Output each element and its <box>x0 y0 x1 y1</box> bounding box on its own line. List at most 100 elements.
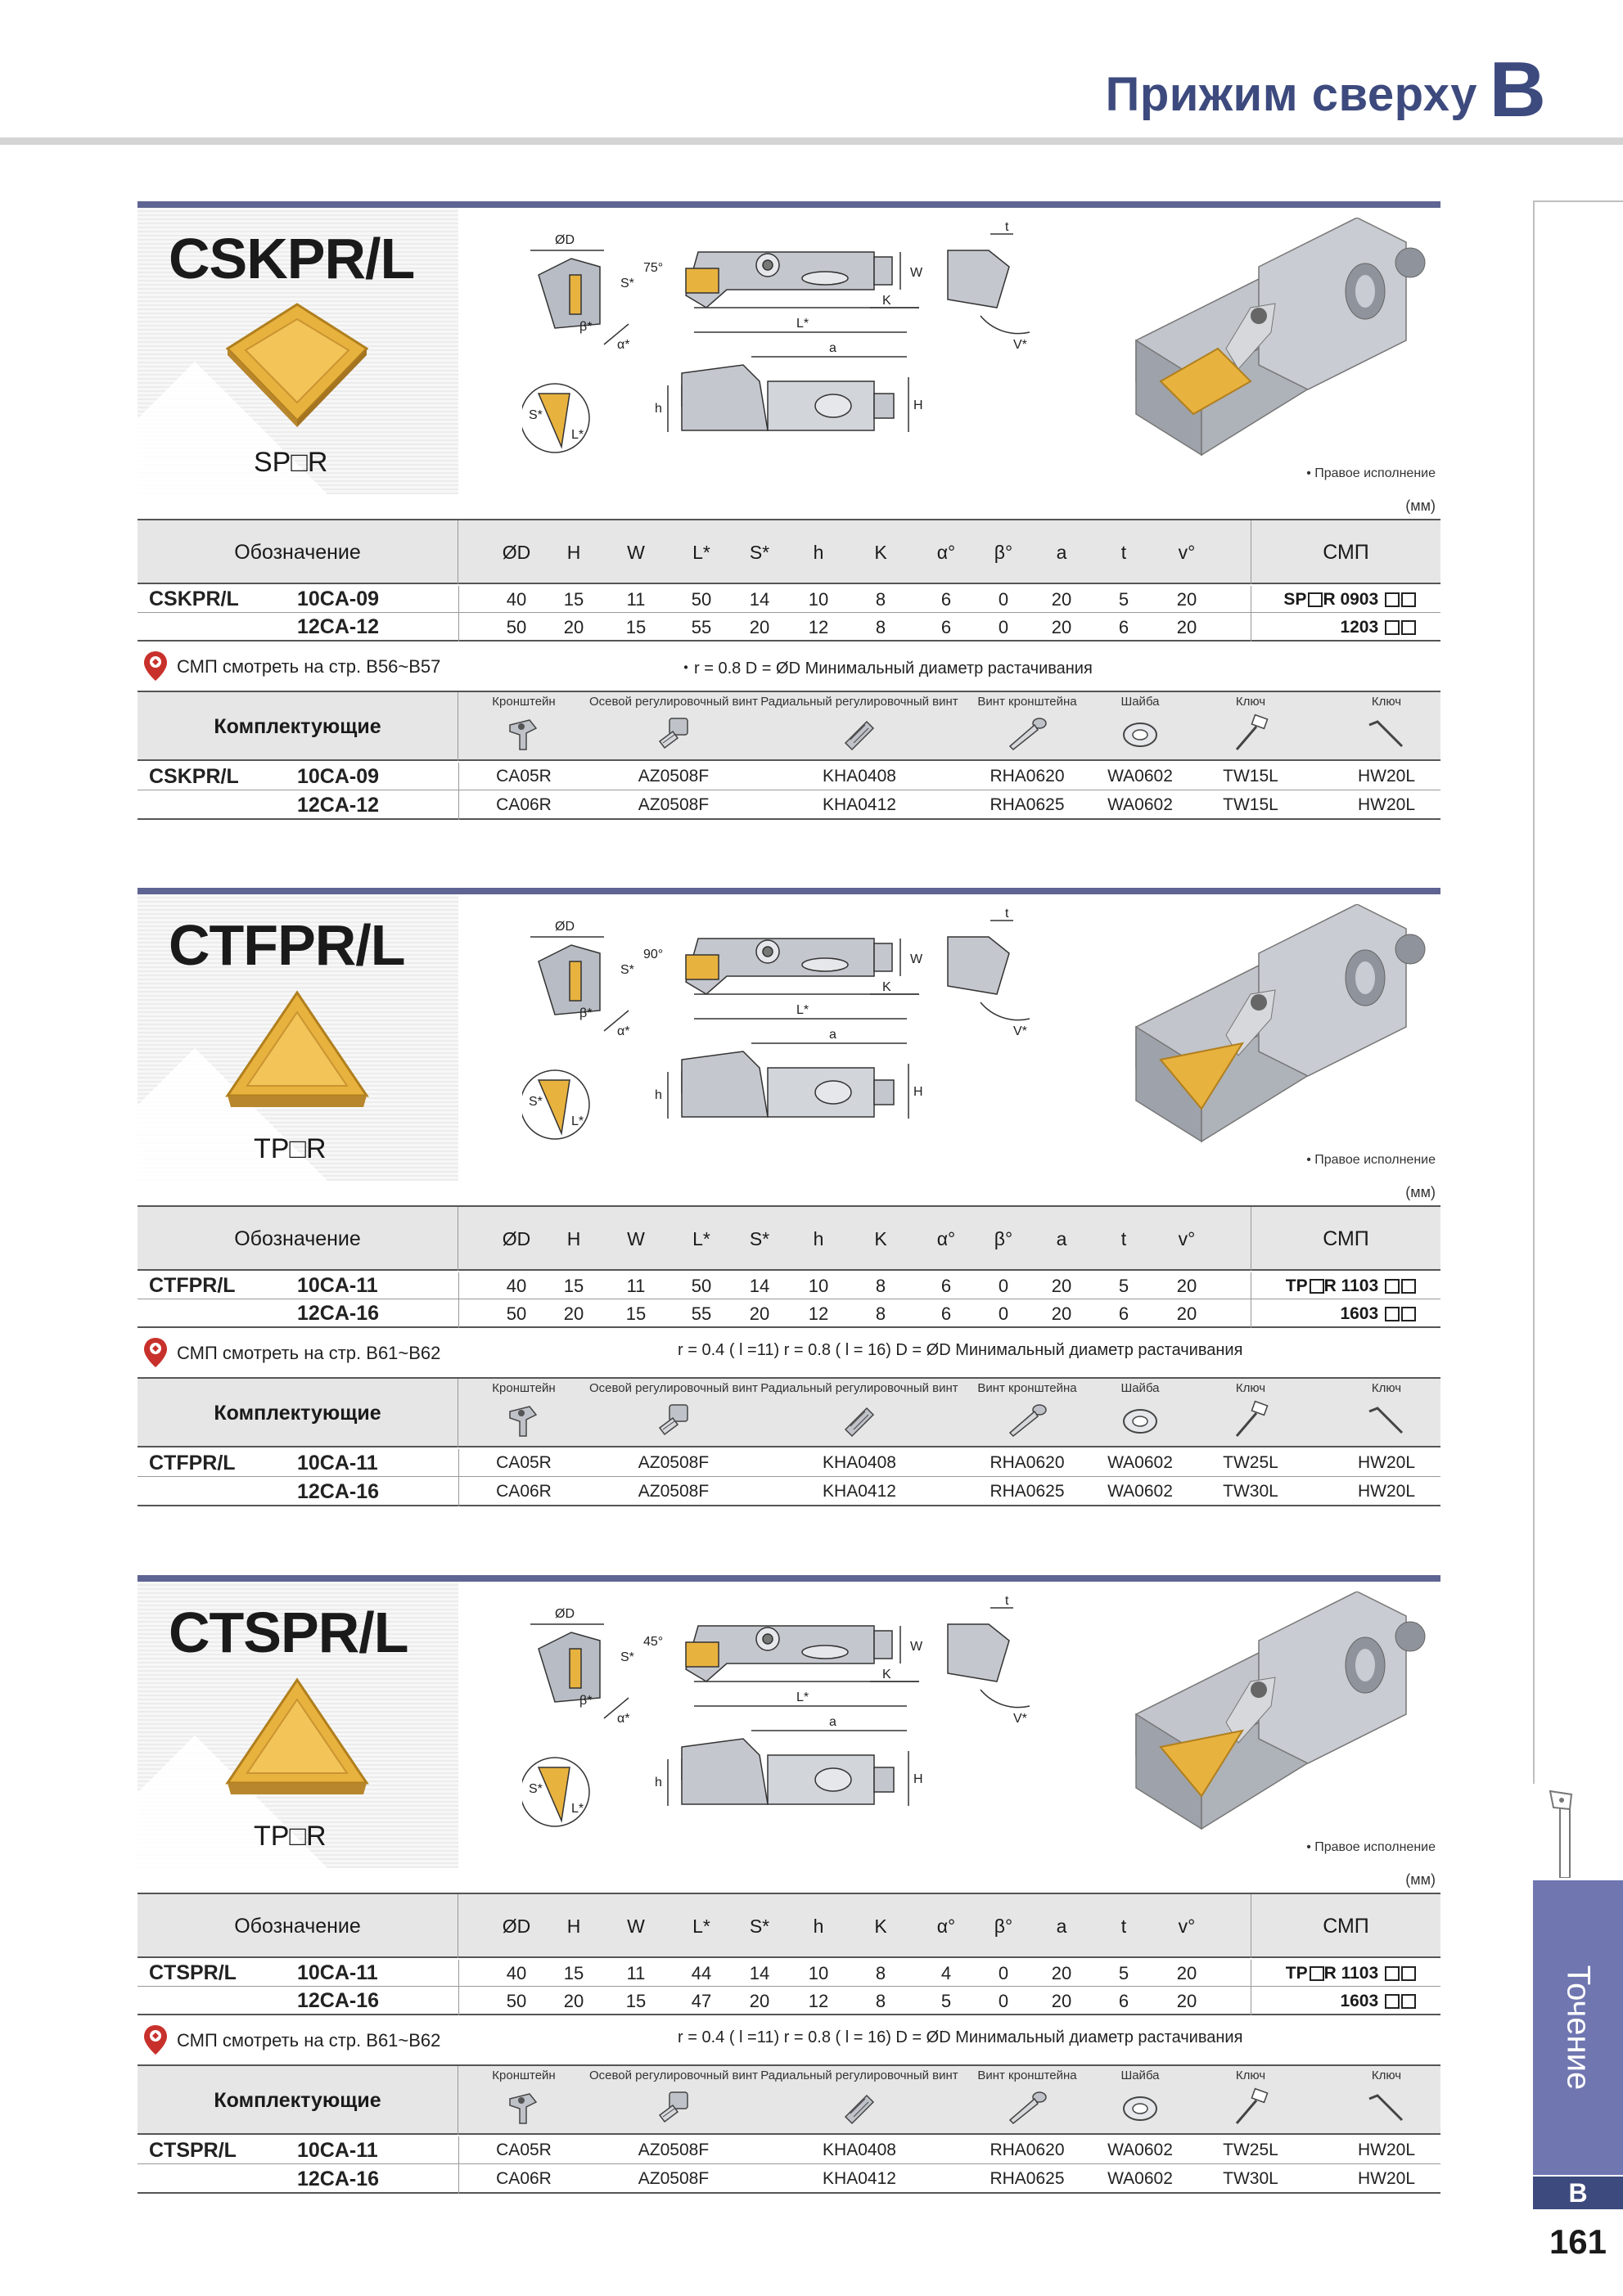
value-cell: 6 <box>940 1303 952 1324</box>
svg-text:L*: L* <box>796 1003 809 1017</box>
value-cell: 0 <box>998 1991 1009 2011</box>
smp-code: 1603 <box>1340 1304 1379 1323</box>
value-cell: 20 <box>749 1303 770 1324</box>
radius-note: r = 0.4 ( l =11) r = 0.8 ( l = 16) D = Ø… <box>678 1341 1243 1359</box>
part-code-cell: WA0602 <box>1107 767 1173 786</box>
svg-text:a: a <box>829 1715 836 1729</box>
part-code-cell: WA0602 <box>1107 1482 1173 1501</box>
value-cell: 20 <box>563 1303 584 1324</box>
svg-text:ØD: ØD <box>555 920 575 934</box>
svg-text:t: t <box>1005 220 1009 234</box>
placeholder-box-icon <box>1401 620 1416 636</box>
insert-reference-note[interactable]: СМП смотреть на стр. B61~B62 <box>177 1343 441 1363</box>
accessory-column-title: Радиальный регулировочный винт <box>760 2069 958 2082</box>
svg-text:K: K <box>882 1668 891 1681</box>
model-cell: 10CA-09 <box>297 588 380 610</box>
right-hand-note: • Правое исполнение <box>1306 1153 1436 1167</box>
value-cell: 0 <box>998 1276 1009 1296</box>
spec-col-header: L* <box>692 1228 710 1249</box>
placeholder-box-icon <box>1309 1279 1324 1294</box>
svg-text:h: h <box>655 1088 662 1102</box>
value-cell: 20 <box>1051 1303 1072 1324</box>
insert-label: TP□R <box>254 1821 327 1852</box>
svg-text:W: W <box>910 952 923 966</box>
part-code-cell: KHA0412 <box>823 795 896 814</box>
part-code-cell: RHA0625 <box>990 1482 1065 1501</box>
spec-col-header: h <box>813 542 824 563</box>
side-tab-turning[interactable]: Точение <box>1533 1880 1623 2175</box>
holder-name: CSKPR/L <box>169 227 415 290</box>
value-cell: 20 <box>1176 1963 1197 1983</box>
value-cell: 50 <box>506 1303 527 1324</box>
value-cell: 20 <box>1176 1991 1197 2011</box>
part-code-cell: KHA0408 <box>823 2141 896 2159</box>
accessory-column: Ключ <box>1337 694 1436 759</box>
value-cell: 6 <box>1118 617 1129 637</box>
part-code-cell: WA0602 <box>1107 2169 1173 2188</box>
accessory-column-title: Радиальный регулировочный винт <box>760 695 958 709</box>
spec-col-header: t <box>1120 1916 1127 1937</box>
value-cell: 8 <box>875 1303 886 1324</box>
model-cell: 12CA-16 <box>297 1480 380 1503</box>
series-cell: CSKPR/L <box>149 765 239 788</box>
accessory-column-title: Шайба <box>1120 2069 1160 2082</box>
value-cell: 50 <box>691 589 712 610</box>
svg-text:t: t <box>1005 1594 1009 1608</box>
value-cell: 44 <box>691 1963 712 1983</box>
insert-square-icon <box>225 303 369 427</box>
accessory-column-title: Шайба <box>1120 1381 1160 1395</box>
bracket-icon <box>509 2093 538 2124</box>
placeholder-box-icon <box>1308 592 1323 608</box>
radial-screw-icon <box>844 2094 875 2125</box>
svg-text:V*: V* <box>1013 1024 1027 1038</box>
placeholder-box-icon <box>1385 1307 1400 1322</box>
placeholder-box-icon <box>1309 1966 1324 1982</box>
accessories-label: Комплектующие <box>138 1379 458 1447</box>
insert-reference-note[interactable]: СМП смотреть на стр. B56~B57 <box>177 656 441 677</box>
series-cell: CSKPR/L <box>149 588 239 610</box>
value-cell: 5 <box>940 1991 952 2011</box>
placeholder-box-icon <box>1401 1279 1416 1294</box>
spec-col-header: β° <box>994 1228 1013 1249</box>
value-cell: 47 <box>691 1991 712 2011</box>
spec-col-header: ØD <box>502 1228 531 1249</box>
part-code-cell: TW30L <box>1223 2169 1278 2188</box>
model-cell: 12CA-16 <box>297 2168 380 2190</box>
accessory-column-title: Ключ <box>1371 2069 1402 2082</box>
part-code-cell: HW20L <box>1357 2169 1416 2188</box>
part-code-cell: KHA0408 <box>823 1453 896 1472</box>
value-cell: 12 <box>808 1303 829 1324</box>
section-top-bar <box>138 201 1440 208</box>
svg-text:K: K <box>882 980 891 994</box>
pin-icon <box>144 1338 167 1367</box>
part-code-cell: HW20L <box>1357 2141 1416 2159</box>
insert-reference-note[interactable]: СМП смотреть на стр. B61~B62 <box>177 2030 441 2051</box>
svg-text:45°: 45° <box>643 1635 663 1649</box>
part-code-cell: AZ0508F <box>638 2169 710 2188</box>
accessory-column-title: Осевой регулировочный винт <box>588 2069 759 2082</box>
svg-text:β*: β* <box>579 1694 592 1708</box>
accessory-column: Осевой регулировочный винт <box>588 1380 760 1446</box>
series-cell: CTSPR/L <box>149 1961 237 1984</box>
divider <box>458 586 459 642</box>
value-cell: 15 <box>563 589 584 610</box>
part-code-cell: TW25L <box>1223 2141 1278 2159</box>
accessory-column: Винт кронштейна <box>962 694 1093 759</box>
accessory-column: Радиальный регулировочный винт <box>757 2068 962 2133</box>
torx-key-icon <box>1235 1400 1269 1437</box>
value-cell: 20 <box>1176 617 1197 637</box>
placeholder-box-icon <box>1385 592 1400 608</box>
spec-col-header: α° <box>936 542 956 563</box>
value-cell: 8 <box>875 1991 886 2011</box>
